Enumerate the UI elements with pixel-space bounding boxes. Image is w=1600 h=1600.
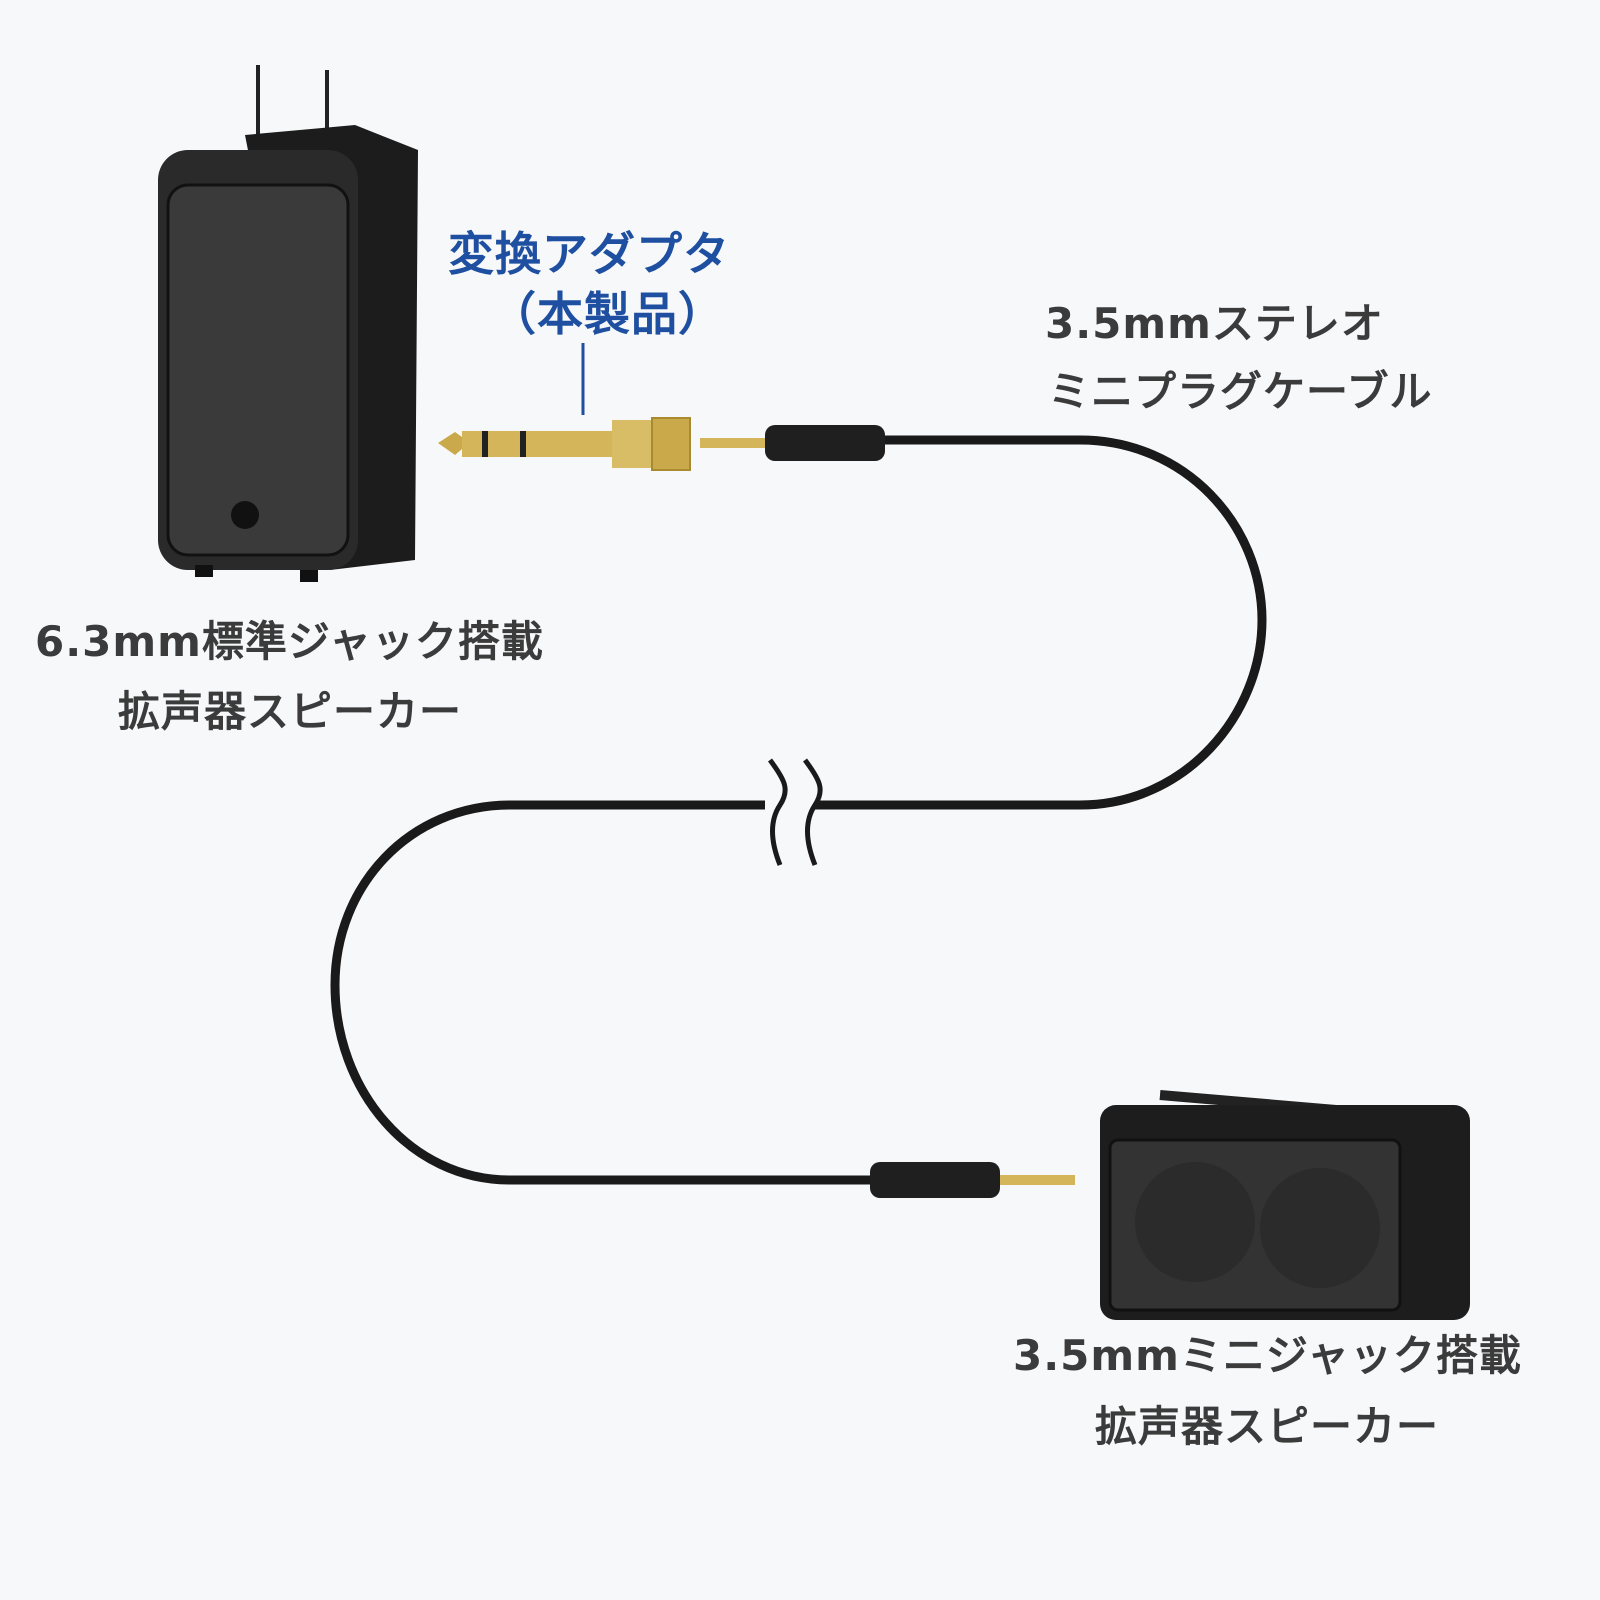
large-pa-speaker — [158, 65, 418, 582]
cable-label-line1: 3.5mmステレオ — [1045, 299, 1384, 348]
small-speaker — [1100, 1090, 1470, 1320]
small-speaker-label-line1: 3.5mmミニジャック搭載 — [1013, 1331, 1522, 1380]
adapter-label-line1: 変換アダプタ — [448, 227, 730, 281]
cable-break-icon — [765, 758, 823, 866]
mini-plug-top — [700, 425, 885, 461]
adapter-6-3mm-plug — [438, 417, 691, 471]
mini-plug-bottom — [870, 1162, 1075, 1198]
cable-label-line2: ミニプラグケーブル — [1048, 367, 1433, 416]
adapter-label-line2: （本製品） — [490, 287, 725, 341]
large-speaker-label-line1: 6.3mm標準ジャック搭載 — [35, 617, 544, 666]
small-speaker-label-line2: 拡声器スピーカー — [1095, 1402, 1440, 1451]
large-speaker-label-line2: 拡声器スピーカー — [118, 687, 463, 736]
